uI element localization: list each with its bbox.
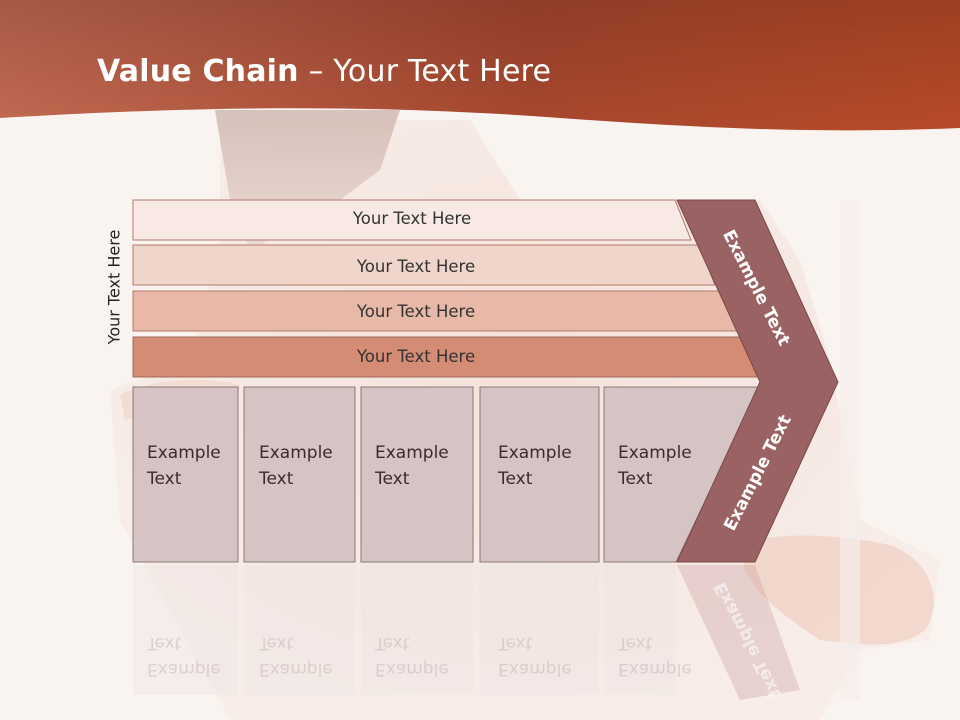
support-row-2[interactable]	[132, 244, 716, 286]
reflection-label-4: Example Text	[498, 630, 572, 682]
reflection-label-1: Example Text	[147, 630, 221, 682]
reflection-line-2: Text	[618, 633, 653, 653]
support-row-1-label: Your Text Here	[352, 209, 472, 228]
box-1-line-2: Text	[147, 469, 182, 489]
reflection-label-2: Example Text	[259, 630, 333, 682]
primary-box-1[interactable]	[132, 386, 239, 563]
header-band	[0, 0, 960, 131]
primary-box-2[interactable]	[243, 386, 356, 563]
primary-box-5[interactable]	[603, 386, 761, 563]
reflection-line-2: Text	[498, 633, 533, 653]
support-row-4-label: Your Text Here	[356, 347, 476, 366]
box-2-line-1: Example	[259, 443, 333, 463]
support-row-1[interactable]	[132, 199, 692, 241]
box-5-line-2: Text	[618, 469, 653, 489]
reflection-line-1: Example	[259, 659, 333, 679]
primary-box-4[interactable]	[479, 386, 600, 563]
reflection-line-2: Text	[147, 633, 182, 653]
reflection-line-1: Example	[618, 659, 692, 679]
box-4-line-2: Text	[498, 469, 533, 489]
title-bold: Value Chain	[97, 54, 299, 89]
reflection-line-2: Text	[259, 633, 294, 653]
reflection	[133, 565, 800, 700]
box-5-line-1: Example	[618, 443, 692, 463]
box-2-line-2: Text	[259, 469, 294, 489]
reflection-line-1: Example	[375, 659, 449, 679]
reflection-line-1: Example	[147, 659, 221, 679]
reflection-label-3: Example Text	[375, 630, 449, 682]
box-1-line-1: Example	[147, 443, 221, 463]
primary-box-3[interactable]	[360, 386, 474, 563]
box-4-line-1: Example	[498, 443, 572, 463]
page-title: Value Chain – Your Text Here	[97, 54, 551, 89]
box-3-line-2: Text	[375, 469, 410, 489]
margin-chevron[interactable]	[676, 199, 839, 563]
support-row-2-label: Your Text Here	[356, 257, 476, 276]
support-row-3-label: Your Text Here	[356, 302, 476, 321]
box-3-line-1: Example	[375, 443, 449, 463]
reflection-line-1: Example	[498, 659, 572, 679]
reflection-label-5: Example Text	[618, 630, 692, 682]
title-rest: – Your Text Here	[298, 54, 552, 89]
reflection-line-2: Text	[375, 633, 410, 653]
